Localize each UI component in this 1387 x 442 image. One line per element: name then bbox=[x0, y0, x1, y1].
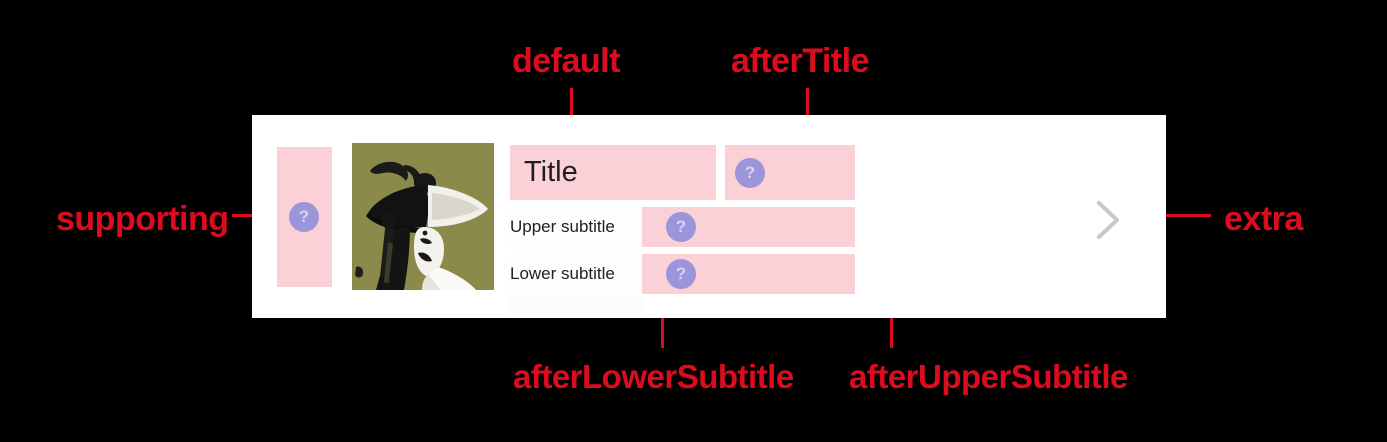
slot-placeholder-badge-afterLowerSubtitle: ? bbox=[666, 259, 696, 289]
slot-extra[interactable] bbox=[1090, 198, 1126, 242]
slot-placeholder-badge-supporting: ? bbox=[289, 202, 319, 232]
annotation-label-extra: extra bbox=[1224, 200, 1303, 238]
annotation-label-supporting: supporting bbox=[56, 200, 229, 238]
card-inner: ? bbox=[252, 115, 1166, 318]
lower-subtitle-row: Lower subtitle ? bbox=[510, 254, 855, 294]
slot-placeholder-badge-afterTitle: ? bbox=[735, 157, 765, 188]
title-row: Title ? bbox=[510, 145, 1108, 200]
text-column: Title ? Upper subtitle ? Lower subtitle bbox=[510, 145, 910, 315]
slot-afterTitle[interactable]: ? bbox=[725, 145, 855, 200]
slot-afterUpperSubtitle[interactable]: ? bbox=[642, 207, 855, 247]
annotation-label-afterLowerSubtitle: afterLowerSubtitle bbox=[513, 358, 794, 395]
lower-subtitle-label: Lower subtitle bbox=[510, 254, 642, 294]
chevron-right-icon bbox=[1097, 201, 1119, 239]
upper-subtitle-row: Upper subtitle ? bbox=[510, 207, 855, 247]
annotation-label-afterTitle: afterTitle bbox=[731, 42, 869, 80]
component-card: ? bbox=[252, 115, 1166, 318]
upper-subtitle-label: Upper subtitle bbox=[510, 207, 642, 247]
slot-default[interactable]: Title bbox=[510, 145, 716, 200]
thumbnail-image bbox=[352, 143, 494, 290]
card-title: Title bbox=[524, 156, 578, 188]
slot-supporting[interactable]: ? bbox=[277, 147, 332, 287]
slot-afterLowerSubtitle[interactable]: ? bbox=[642, 254, 855, 294]
clipped-overflow-row bbox=[510, 295, 642, 313]
slot-placeholder-badge-afterUpperSubtitle: ? bbox=[666, 212, 696, 242]
annotation-label-default: default bbox=[512, 42, 620, 80]
annotation-label-afterUpperSubtitle: afterUpperSubtitle bbox=[849, 358, 1128, 395]
